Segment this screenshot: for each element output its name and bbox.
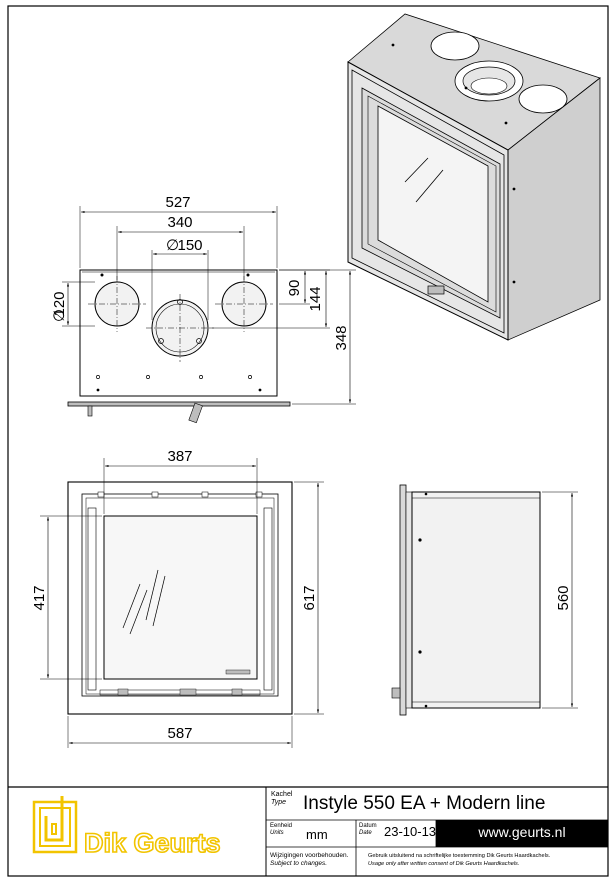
consent-note-en: Usage only after written consent of Dik …: [368, 861, 520, 867]
isometric-view: [347, 13, 601, 341]
drawing-frame: [7, 5, 609, 877]
dim-340-label: 340: [167, 214, 192, 231]
changes-note: Wijzigingen voorbehouden. Subject to cha…: [270, 852, 348, 868]
dim-90-label: 90: [286, 280, 303, 297]
changes-note-en: Subject to changes.: [270, 860, 328, 867]
date-value: 23-10-13: [384, 824, 437, 839]
product-type-value: Instyle 550 EA + Modern line: [303, 793, 546, 814]
units-label-nl: Eenheid: [270, 823, 293, 829]
dim-120-label: 120: [51, 291, 68, 316]
units-label-en: Units: [270, 830, 284, 836]
dim-348-label: 348: [333, 325, 350, 350]
type-label-en: Type: [271, 799, 287, 806]
consent-note-nl: Gebruik uitsluitend na schriftelijke toe…: [368, 853, 551, 859]
diameter-symbol-120: ∅: [51, 309, 68, 322]
dik-geurts-logo: Dik Geurts: [32, 796, 221, 859]
units-value: mm: [306, 827, 328, 842]
type-label-nl: Kachel: [271, 791, 293, 798]
front-view: [40, 458, 324, 748]
dim-587-label: 587: [167, 725, 192, 742]
date-label-nl: Datum: [359, 823, 377, 829]
consent-note: Gebruik uitsluitend na schriftelijke toe…: [368, 852, 550, 868]
logo-wordmark: Dik Geurts: [84, 828, 221, 858]
side-view: [391, 484, 578, 716]
website-link[interactable]: www.geurts.nl: [478, 824, 566, 840]
changes-note-nl: Wijzigingen voorbehouden.: [270, 852, 349, 859]
diameter-symbol-150: ∅: [166, 237, 179, 254]
top-view: [62, 206, 356, 424]
dim-527-label: 527: [165, 194, 190, 211]
dim-144-label: 144: [307, 286, 324, 311]
title-block-grid: [8, 786, 608, 876]
units-label: Eenheid Units: [270, 823, 292, 837]
dim-560-label: 560: [555, 585, 572, 610]
dim-417-label: 417: [31, 585, 48, 610]
date-label: Datum Date: [359, 823, 377, 837]
dim-150-label: 150: [177, 237, 202, 254]
type-label: Kachel Type: [271, 791, 292, 807]
dim-617-label: 617: [301, 585, 318, 610]
dim-387-label: 387: [167, 448, 192, 465]
date-label-en: Date: [359, 830, 372, 836]
